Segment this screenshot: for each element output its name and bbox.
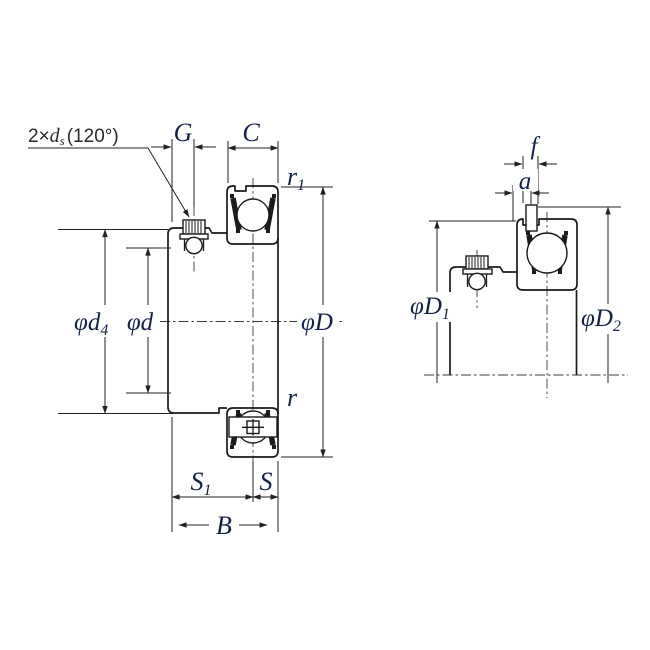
rivet-cross [242, 419, 264, 436]
snap-ring [525, 204, 538, 232]
ball-right-view [526, 232, 568, 274]
outer-ring-bottom-section [226, 407, 279, 458]
top-seal-right [264, 194, 276, 233]
dim-label-B: B [216, 511, 232, 540]
outer-ring-top-section [226, 185, 279, 245]
outer-ring-right-view [516, 218, 578, 291]
set-screw-left-view [179, 219, 209, 255]
dim-label-D1: φD1 [410, 293, 450, 323]
dim-label-r: r [287, 383, 298, 412]
ball-top [236, 198, 270, 232]
screw-count-note: 2×ds(120°) [28, 125, 119, 148]
dim-label-d: φd [127, 309, 154, 336]
dim-label-S1: S1 [191, 467, 212, 499]
dim-label-S: S [260, 467, 273, 496]
dim-label-D: φD [301, 309, 333, 336]
dim-label-a: a [519, 168, 532, 195]
dim-label-G: G [174, 118, 193, 147]
dim-label-r1: r1 [287, 162, 305, 194]
dim-label-d4: φd4 [74, 309, 108, 339]
dim-label-D2: φD2 [581, 305, 621, 335]
inner-ring-sleeve [167, 227, 227, 414]
set-screw-right-view [462, 255, 493, 291]
right-view: f a φD1 φD2 [409, 133, 628, 398]
dim-label-f: f [531, 133, 541, 160]
top-seal-left [230, 194, 242, 233]
dim-label-C: C [242, 118, 260, 147]
left-view: 2×ds(120°) G C r1 φd4 φd φD r S1 S B [28, 118, 342, 540]
